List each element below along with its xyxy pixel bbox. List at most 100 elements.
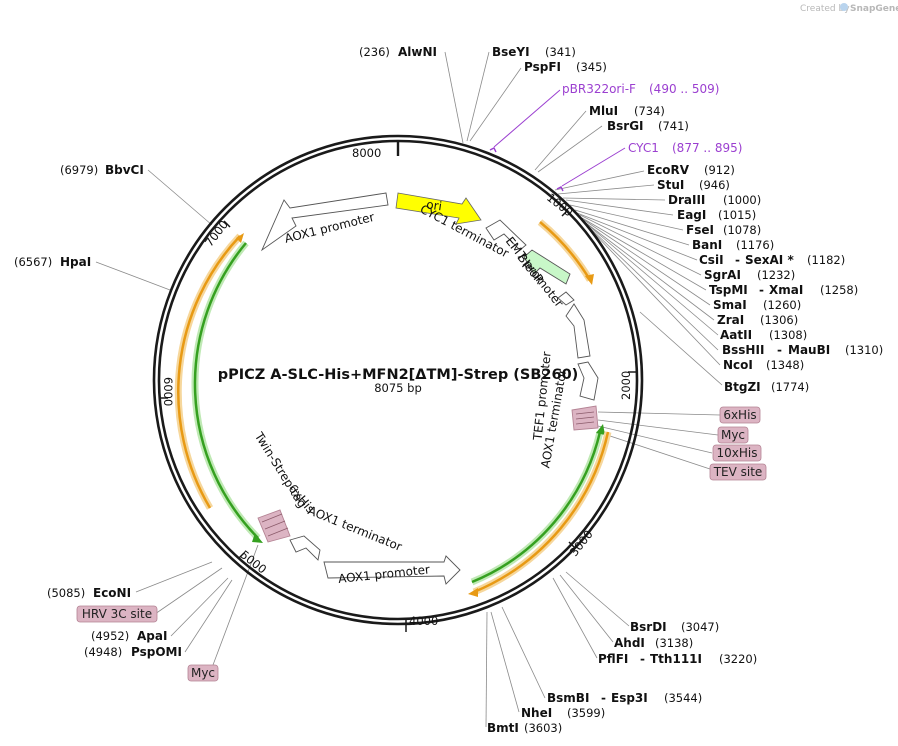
tick-label-8000: 8000	[352, 146, 381, 160]
orf-arrowhead-icon	[585, 274, 594, 285]
feature-ori	[395, 192, 482, 225]
site-pos: (946)	[699, 178, 730, 192]
site-pos: (4952)	[91, 629, 129, 643]
site-enzyme-separator: -	[601, 691, 606, 705]
site-enzyme: BanI	[692, 238, 722, 252]
site-enzyme-separator: -	[640, 652, 645, 666]
site-enzyme: StuI	[657, 178, 684, 192]
orf-top-right-orange	[539, 221, 592, 281]
site-pos: (3220)	[719, 652, 757, 666]
site-pos: (3047)	[681, 620, 719, 634]
site-enzyme: BseYI	[492, 45, 530, 59]
orf-right-green-outline	[470, 431, 604, 586]
site-enzyme: EcoNI	[93, 586, 131, 600]
primer-name: pBR322ori-F	[562, 82, 636, 96]
tag-box	[712, 444, 762, 462]
site-enzyme: SmaI	[713, 298, 747, 312]
orf-right-green	[471, 431, 602, 584]
plasmid-name: pPICZ A-SLC-His+MFN2[ΔTM]-Strep (SB260)	[218, 367, 579, 383]
site-pos: (6979)	[60, 163, 98, 177]
site-pos: (1774)	[771, 380, 809, 394]
feature-aox1-terminator-right	[577, 361, 599, 401]
tick-label-2000: 2000	[619, 371, 633, 400]
site-enzyme: BsrGI	[607, 119, 644, 133]
primer-range: (877 .. 895)	[672, 141, 742, 155]
site-enzyme: BtgZI	[724, 380, 761, 394]
site-pos: (5085)	[47, 586, 85, 600]
tag-box	[76, 605, 158, 623]
backbone-outer-strand	[152, 134, 644, 626]
site-enzyme: EcoRV	[647, 163, 690, 177]
site-pos: (4948)	[84, 645, 122, 659]
site-enzyme: ApaI	[137, 629, 167, 643]
feature-ori-label: ori	[425, 197, 442, 213]
site-pos: (3544)	[664, 691, 702, 705]
site-enzyme: Esp3I	[611, 691, 648, 705]
tag-box	[717, 426, 749, 444]
site-enzyme: PspFI	[524, 60, 561, 74]
feature-aox1-promoter-top	[260, 192, 389, 252]
site-enzyme: PspOMI	[131, 645, 182, 659]
orf-left-orange	[177, 235, 241, 509]
tag-tev-site: TEV site	[713, 465, 763, 479]
site-enzyme: BssHII	[722, 343, 764, 357]
feature-bleor	[523, 249, 571, 285]
credit-brand: SnapGene	[850, 4, 898, 14]
site-pos: (1306)	[760, 313, 798, 327]
snapgene-credit: Created by SnapGene	[800, 3, 898, 14]
site-pos: (734)	[634, 104, 665, 118]
site-pos: (1182)	[807, 253, 845, 267]
feature-aox1-terminator-bottom	[289, 535, 321, 561]
site-enzyme: SgrAI	[704, 268, 741, 282]
site-pos: (1310)	[845, 343, 883, 357]
orf-arrowhead-icon	[596, 424, 605, 435]
site-enzyme-separator: -	[759, 283, 764, 297]
tag-box	[709, 463, 767, 481]
site-pos: (236)	[359, 45, 390, 59]
orf-arrowhead-icon	[468, 588, 478, 597]
primer-name: CYC1	[628, 141, 659, 155]
snapgene-logo-icon	[840, 3, 848, 11]
site-pos: (912)	[704, 163, 735, 177]
feature-cyc1-terminator	[485, 219, 527, 251]
orf-arcs	[174, 219, 612, 597]
primer-marks	[489, 89, 626, 192]
tick-label-4000: 4000	[409, 614, 438, 628]
site-enzyme: MauBI	[788, 343, 830, 357]
site-pos: (345)	[576, 60, 607, 74]
site-enzyme: NheI	[521, 706, 552, 720]
site-enzyme: Tth111I	[650, 652, 702, 666]
tag-10xhis: 10xHis	[717, 446, 758, 460]
tick-label-5000: 5000	[238, 547, 270, 576]
feature-tef1-promoter	[565, 303, 591, 359]
plasmid-length: 8075 bp	[374, 381, 422, 395]
tag-myc-left: Myc	[191, 666, 215, 680]
tag-labels: 6xHis Myc 10xHis TEV site HRV 3C site My…	[76, 406, 767, 682]
orf-right-orange	[473, 431, 610, 594]
orf-left-green	[193, 242, 259, 539]
site-pos: (1232)	[757, 268, 795, 282]
site-leaders	[95, 51, 723, 728]
feature-tag-cluster-left	[257, 509, 291, 543]
site-pos: (1260)	[763, 298, 801, 312]
site-enzyme: BbvCI	[105, 163, 144, 177]
site-pos: (741)	[658, 119, 689, 133]
tag-myc-right: Myc	[721, 428, 745, 442]
site-pos: (341)	[545, 45, 576, 59]
site-enzyme: TspMI	[709, 283, 748, 297]
site-enzyme: ZraI	[717, 313, 744, 327]
primer-range: (490 .. 509)	[649, 82, 719, 96]
restriction-sites: (236) AlwNI BseYI (341) PspFI (345) pBR3…	[14, 45, 883, 735]
feature-em7-promoter	[557, 291, 575, 306]
site-enzyme: HpaI	[60, 255, 91, 269]
tag-6xhis: 6xHis	[723, 408, 756, 422]
tick-label-7000: 7000	[202, 218, 231, 250]
site-enzyme: CsiI	[699, 253, 724, 267]
site-pos: (1015)	[718, 208, 756, 222]
site-enzyme: AatII	[720, 328, 752, 342]
site-enzyme: SexAI *	[745, 253, 794, 267]
site-pos: (1348)	[766, 358, 804, 372]
site-enzyme: MluI	[589, 104, 618, 118]
site-pos: (6567)	[14, 255, 52, 269]
